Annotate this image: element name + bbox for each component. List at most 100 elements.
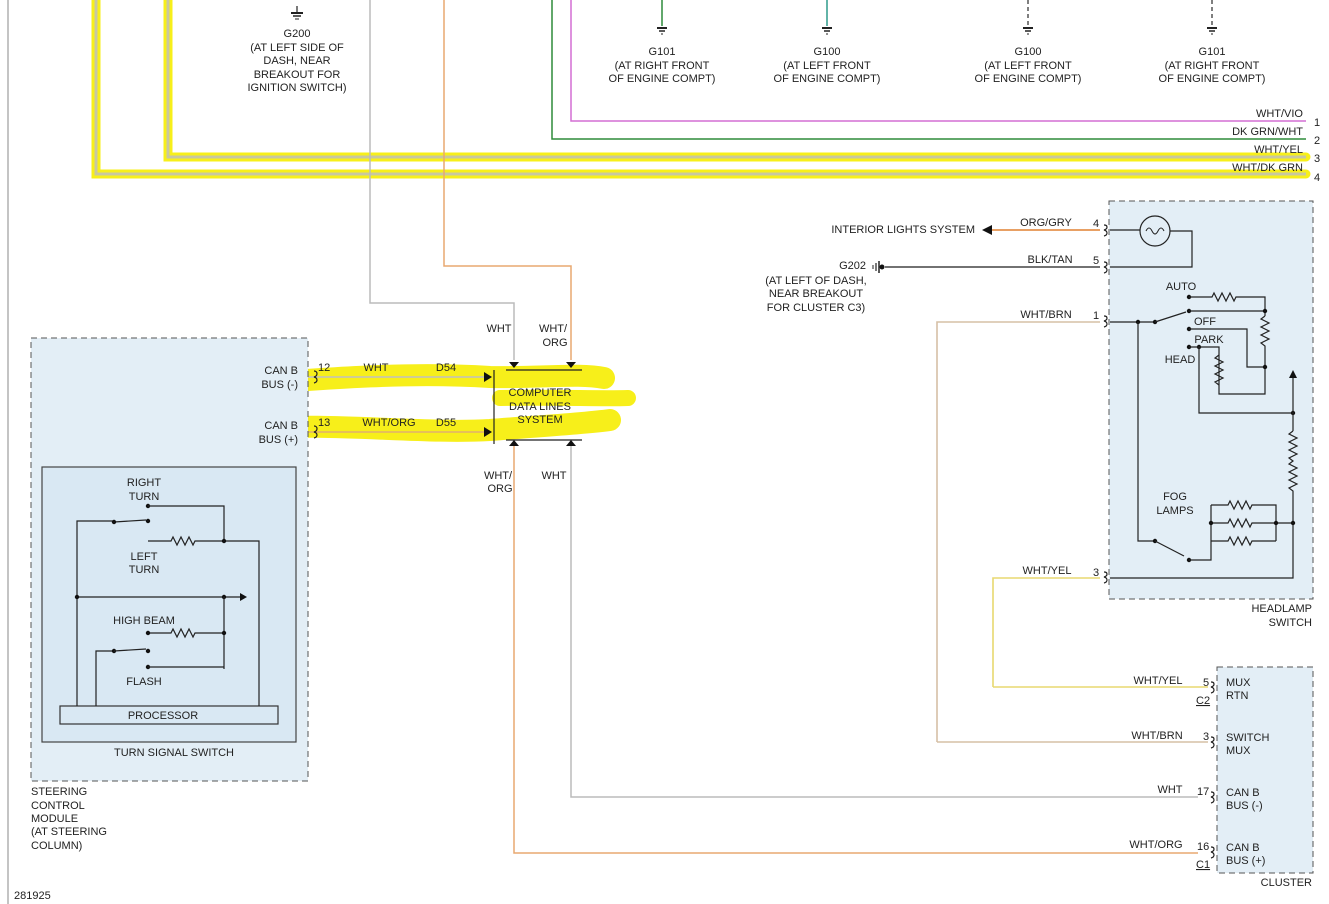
- cdl-title-3: SYSTEM: [517, 414, 562, 426]
- processor-box: [59, 705, 279, 725]
- scm-pin-12-circuit: D54: [436, 362, 456, 374]
- g202-id: G202: [839, 260, 866, 272]
- wire-wht-brn-label: WHT/BRN: [1020, 309, 1071, 321]
- connector-icon: [1103, 315, 1108, 328]
- bus-wire-1-label: WHT/VIO: [1256, 108, 1303, 120]
- scm-pin-13-wire: WHT/ORG: [362, 417, 415, 429]
- bus-wire-3-pin: 3: [1314, 153, 1320, 165]
- computer-data-lines-system: COMPUTER DATA LINES SYSTEM WHT WHT/ ORG …: [484, 323, 582, 495]
- cdl-title-1: COMPUTER: [509, 387, 572, 399]
- arrow-icon: [484, 427, 492, 437]
- cluster-pin-3-name-1: SWITCH: [1226, 732, 1269, 744]
- arrow-icon: [509, 362, 519, 368]
- diagram-label: TURN SIGNAL SWITCH: [114, 747, 234, 759]
- wire-org-gry-pin: 4: [1093, 218, 1099, 230]
- diagram-label: SWITCH: [1269, 617, 1312, 629]
- cluster-pin-17-wire: WHT: [1157, 784, 1182, 796]
- diagram-label: HEADLAMP: [1251, 603, 1312, 615]
- connector-icon: [1103, 261, 1108, 274]
- diagram-label: DASH, NEAR: [263, 55, 330, 67]
- cluster: CLUSTER WHT/YEL 5 MUX RTN C2 WHT/BRN 3 S…: [937, 666, 1314, 889]
- cluster-pin-5-name-1: MUX: [1226, 677, 1251, 689]
- ground-icon: [1207, 27, 1217, 35]
- diagram-label: TURN: [129, 564, 160, 576]
- cluster-pin-16-wire: WHT/ORG: [1129, 839, 1182, 851]
- cluster-c2: C2: [1196, 695, 1210, 707]
- arrow-icon: [509, 440, 519, 446]
- ground-g101-a: G101 (AT RIGHT FRONT OF ENGINE COMPT): [609, 27, 716, 85]
- ground-g101-b: G101 (AT RIGHT FRONT OF ENGINE COMPT): [1159, 27, 1266, 85]
- arrow-icon: [240, 593, 247, 601]
- scm-pin-13-name-1: CAN B: [264, 420, 298, 432]
- cluster-pin-16-name-2: BUS (+): [1226, 855, 1265, 867]
- diagram-label: PARK: [1194, 334, 1224, 346]
- scm-pin-13-name-2: BUS (+): [259, 434, 298, 446]
- cluster-pin-3-num: 3: [1203, 731, 1209, 743]
- wire-wht-yel-label: WHT/YEL: [1023, 565, 1072, 577]
- scm-pin-13-num: 13: [318, 417, 330, 429]
- connector-icon: [313, 425, 318, 439]
- ground-icon: [872, 261, 880, 273]
- connector-icon: [1103, 224, 1108, 237]
- cluster-pin-16-num: 16: [1197, 841, 1209, 853]
- diagram-label: OF ENGINE COMPT): [609, 73, 716, 85]
- diagram-label: LAMPS: [1156, 505, 1193, 517]
- cluster-pin-5-num: 5: [1203, 677, 1209, 689]
- ground-g100-a: G100 (AT LEFT FRONT OF ENGINE COMPT): [774, 27, 881, 85]
- ground-icon: [1023, 27, 1033, 35]
- diagram-label: HIGH BEAM: [113, 615, 175, 627]
- scm-pin-12-name-1: CAN B: [264, 365, 298, 377]
- scm-pin-12-wire: WHT: [363, 362, 388, 374]
- diagram-label: OF ENGINE COMPT): [774, 73, 881, 85]
- processor-label: PROCESSOR: [128, 710, 198, 722]
- cluster-pin-17-num: 17: [1197, 786, 1209, 798]
- diagram-label: AUTO: [1166, 281, 1197, 293]
- diagram-label: CLUSTER: [1261, 877, 1312, 889]
- bus-wire-4-label: WHT/DK GRN: [1232, 162, 1303, 174]
- diagram-label: OFF: [1194, 316, 1216, 328]
- diagram-label: LEFT: [131, 551, 158, 563]
- scm-pin-12-name-2: BUS (-): [261, 379, 298, 391]
- connector-icon: [1103, 571, 1108, 584]
- ground-icon: [657, 27, 667, 35]
- cdl-bottom-right-wire: WHT: [541, 470, 566, 482]
- steering-control-module: STEERING CONTROL MODULE (AT STEERING COL…: [30, 337, 456, 852]
- diagram-label: (AT STEERING: [31, 826, 107, 838]
- cluster-pin-16-name-1: CAN B: [1226, 842, 1260, 854]
- cluster-pin-3-wire: WHT/BRN: [1131, 730, 1182, 742]
- scm-pin-12-num: 12: [318, 362, 330, 374]
- wire-blk-tan-pin: 5: [1093, 255, 1099, 267]
- cdl-top-right-wire-1: WHT/: [539, 323, 568, 335]
- scm-pin-13-circuit: D55: [436, 417, 456, 429]
- cdl-top-left-wire: WHT: [486, 323, 511, 335]
- bus-wire-3-label: WHT/YEL: [1254, 144, 1303, 156]
- headlamp-switch: HEADLAMP SWITCH INTERIOR LIGHTS SYSTEM O…: [765, 200, 1314, 742]
- diagram-label: G101: [649, 46, 676, 58]
- arrow-icon: [566, 440, 576, 446]
- ground-g200: G200 (AT LEFT SIDE OF DASH, NEAR BREAKOU…: [248, 6, 347, 94]
- turn-signal-switch: TURN SIGNAL SWITCH RIGHT TURN LEFT TURN …: [41, 466, 297, 759]
- ground-icon: [291, 6, 303, 20]
- diagram-label: FOR CLUSTER C3): [767, 302, 865, 314]
- cdl-bottom-left-wire-1: WHT/: [484, 470, 513, 482]
- connector-icon: [1210, 846, 1215, 859]
- arrow-icon: [1289, 370, 1297, 378]
- bus-wires: [94, 0, 1306, 176]
- diagram-label: RIGHT: [127, 477, 162, 489]
- diagram-label: IGNITION SWITCH): [248, 82, 347, 94]
- cdl-top-right-wire-2: ORG: [542, 337, 567, 349]
- diagram-label: MODULE: [31, 813, 78, 825]
- bus-wire-4-pin: 4: [1314, 172, 1320, 184]
- diagram-label: G100: [814, 46, 841, 58]
- cdl-wires: [308, 0, 1198, 854]
- diagram-label: OF ENGINE COMPT): [1159, 73, 1266, 85]
- diagram-label: G100: [1015, 46, 1042, 58]
- diagram-label: G101: [1199, 46, 1226, 58]
- diagram-label: (AT LEFT FRONT: [984, 60, 1072, 72]
- interior-lights-label: INTERIOR LIGHTS SYSTEM: [831, 224, 975, 236]
- wire-org-gry-label: ORG/GRY: [1020, 217, 1072, 229]
- connector-icon: [313, 370, 318, 384]
- arrow-icon: [566, 362, 576, 368]
- diagram-label: FLASH: [126, 676, 162, 688]
- cluster-pin-17-name-1: CAN B: [1226, 787, 1260, 799]
